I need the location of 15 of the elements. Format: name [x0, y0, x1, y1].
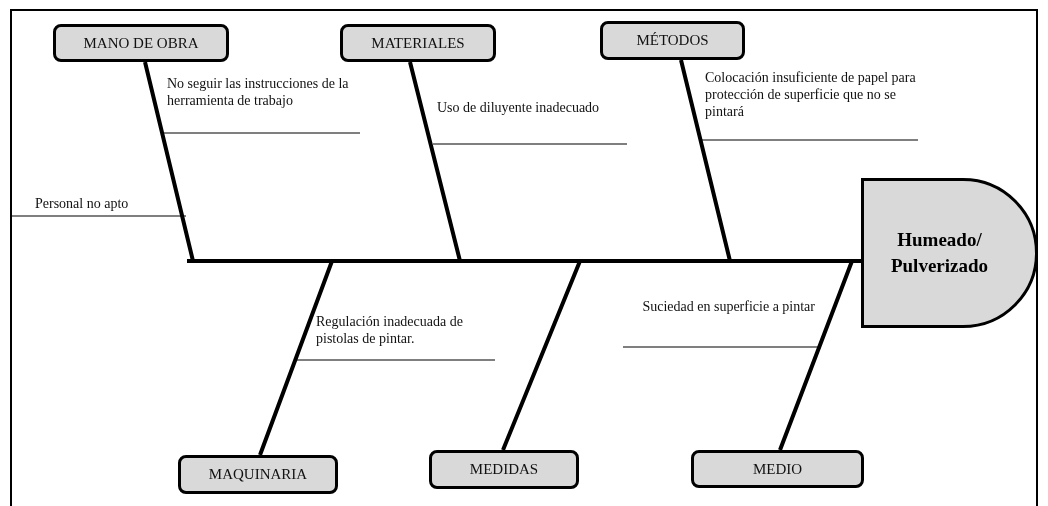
category-box: MEDIDAS [429, 450, 579, 489]
category-box: MEDIO [691, 450, 864, 488]
category-box: MÉTODOS [600, 21, 745, 60]
cause-text: Suciedad en superficie a pintar [641, 299, 815, 316]
category-box: MANO DE OBRA [53, 24, 229, 62]
cause-text: Uso de diluyente inadecuado [437, 100, 601, 117]
effect-label: Humeado/ Pulverizado [889, 228, 990, 278]
cause-text: Colocación insuficiente de papel para protección de superficie que no se pintará [705, 70, 917, 121]
cause-text: Personal no apto [35, 196, 130, 213]
cause-text: Regulación inadecuada de pistolas de pintar. [316, 314, 464, 348]
fishbone-branch [778, 259, 861, 451]
category-box: MATERIALES [340, 24, 496, 62]
cause-text: No seguir las instrucciones de la herramienta de trabajo [167, 76, 350, 110]
category-box: MAQUINARIA [178, 455, 338, 494]
effect-head [861, 178, 1038, 328]
